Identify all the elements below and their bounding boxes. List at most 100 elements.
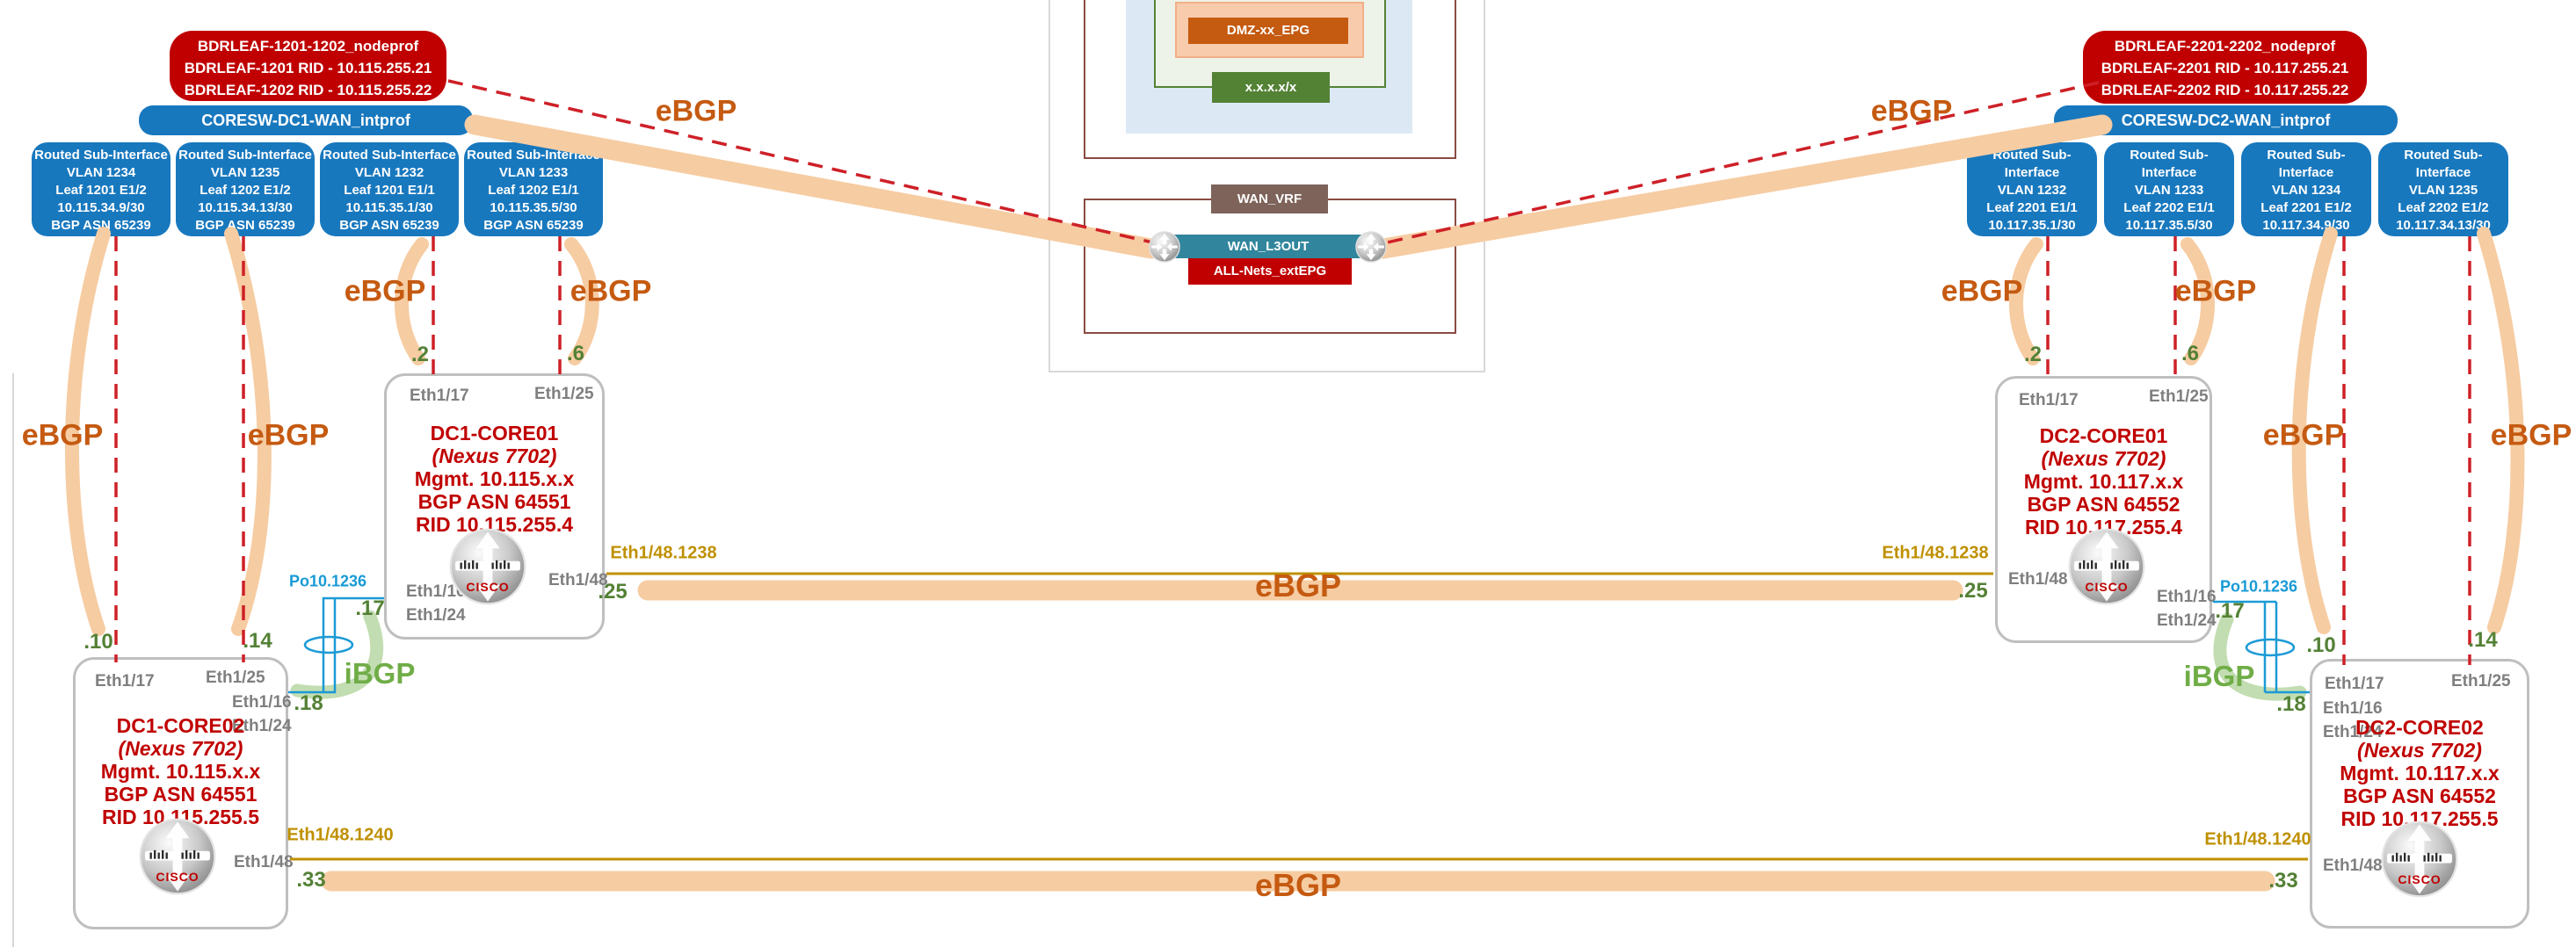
core-name: DC2-CORE02 bbox=[2355, 716, 2484, 739]
subif-title: Routed Sub-Interface bbox=[1992, 148, 2072, 180]
dc2-subif-vlan1234: Routed Sub-Interface VLAN 1234 Leaf 2201… bbox=[2241, 142, 2371, 250]
core-rid: RID 10.115.255.5 bbox=[101, 806, 260, 828]
port-label: Eth1/24 bbox=[406, 606, 466, 625]
core-asn: BGP ASN 64552 bbox=[2027, 493, 2181, 516]
dc1-subif-vlan1232: Routed Sub-Interface VLAN 1232 Leaf 1201… bbox=[320, 142, 459, 236]
subif-asn: BGP ASN 65239 bbox=[2119, 235, 2219, 250]
subif-ip: 10.117.34.13/30 bbox=[2396, 218, 2491, 233]
dc2-bdrleaf2-rid: BDRLEAF-2202 RID - 10.117.255.22 bbox=[2101, 82, 2349, 98]
subif-ip: 10.117.34.9/30 bbox=[2262, 218, 2350, 233]
dmz-epg-chip: DMZ-xx_EPG bbox=[1188, 18, 1348, 44]
ebgp-label: eBGP bbox=[2174, 274, 2257, 308]
dc2-core02-switch: Eth1/17 Eth1/25 Eth1/16 Eth1/24 Eth1/48 … bbox=[2310, 659, 2529, 929]
ebgp-label: eBGP bbox=[570, 274, 652, 308]
subif-title: Routed Sub-Interface bbox=[2130, 148, 2209, 180]
port-label: Eth1/25 bbox=[534, 385, 594, 403]
port-label: Eth1/24 bbox=[2157, 611, 2217, 630]
core-switch-info: DC1-CORE01 (Nexus 7702) Mgmt. 10.115.x.x… bbox=[387, 422, 602, 536]
portchannel-ellipse-dc1 bbox=[303, 635, 354, 654]
ebgp-label: eBGP bbox=[1254, 867, 1342, 903]
ip-label: .10 bbox=[2306, 633, 2336, 657]
cisco-logo-text: CISCO bbox=[2398, 872, 2442, 886]
dc1-subif-vlan1233: Routed Sub-Interface VLAN 1233 Leaf 1202… bbox=[464, 142, 603, 236]
core-name: DC1-CORE01 bbox=[430, 422, 559, 445]
ip-label: .17 bbox=[355, 596, 385, 620]
ebgp-label: eBGP bbox=[655, 94, 737, 128]
subif-asn: BGP ASN 65239 bbox=[51, 218, 151, 233]
ip-label: .6 bbox=[566, 342, 585, 365]
subif-title: Routed Sub-Interface bbox=[2267, 148, 2346, 180]
subif-leaf: Leaf 2202 E1/2 bbox=[2398, 200, 2489, 215]
cisco-logo-text: CISCO bbox=[2085, 580, 2129, 594]
subif-asn: BGP ASN 65239 bbox=[1982, 235, 2082, 250]
subif-title: Routed Sub-Interface bbox=[178, 148, 312, 163]
subif-leaf: Leaf 2201 E1/1 bbox=[1986, 200, 2078, 215]
dc1-node-profile-title: BDRLEAF-1201-1202_nodeprof bbox=[197, 38, 419, 54]
ip-label: .6 bbox=[2181, 342, 2200, 365]
subif-leaf: Leaf 1201 E1/1 bbox=[344, 183, 435, 198]
subif-ip: 10.115.34.9/30 bbox=[57, 200, 145, 215]
ip-label: .14 bbox=[2468, 628, 2498, 652]
subif-leaf: Leaf 1202 E1/1 bbox=[488, 183, 579, 198]
port-label: Eth1/48 bbox=[234, 853, 294, 871]
subif-vlan: VLAN 1234 bbox=[2271, 183, 2341, 198]
dc2-node-profile: BDRLEAF-2201-2202_nodeprof BDRLEAF-2201 … bbox=[2083, 31, 2367, 104]
dc2-subif-vlan1235: Routed Sub-Interface VLAN 1235 Leaf 2202… bbox=[2378, 142, 2508, 250]
subif-asn: BGP ASN 65239 bbox=[339, 218, 439, 233]
core-name: DC2-CORE01 bbox=[2039, 424, 2168, 447]
subif-vlan: VLAN 1232 bbox=[1997, 183, 2067, 198]
core-mgmt: Mgmt. 10.115.x.x bbox=[414, 467, 575, 490]
portchannel-label: Po10.1236 bbox=[2219, 577, 2298, 596]
dc1-core01-switch: Eth1/17 Eth1/25 Eth1/16 Eth1/24 Eth1/48 … bbox=[384, 373, 608, 640]
dc1-subif-vlan1235: Routed Sub-Interface VLAN 1235 Leaf 1202… bbox=[176, 142, 315, 236]
subif-ip: 10.117.35.1/30 bbox=[1988, 218, 2076, 233]
dc1-interface-profile: CORESW-DC1-WAN_intprof bbox=[139, 105, 473, 135]
dc2-interface-profile: CORESW-DC2-WAN_intprof bbox=[2054, 105, 2398, 135]
subif-title: Routed Sub-Interface bbox=[34, 148, 168, 163]
subif-ip: 10.115.35.1/30 bbox=[345, 200, 433, 215]
port-label: Eth1/17 bbox=[2019, 391, 2079, 409]
subif-asn: BGP ASN 65239 bbox=[2256, 235, 2356, 250]
core-mgmt: Mgmt. 10.117.x.x bbox=[2023, 470, 2184, 493]
core-model: (Nexus 7702) bbox=[118, 737, 243, 760]
cisco-logo-text: CISCO bbox=[466, 580, 510, 594]
subif-title: Routed Sub-Interface bbox=[323, 148, 456, 163]
ebgp-label: eBGP bbox=[247, 418, 330, 452]
subif-leaf: Leaf 2202 E1/1 bbox=[2123, 200, 2215, 215]
subif-leaf: Leaf 1202 E1/2 bbox=[200, 183, 291, 198]
subif-ip: 10.115.34.13/30 bbox=[198, 200, 293, 215]
dc1-node-profile: BDRLEAF-1201-1202_nodeprof BDRLEAF-1201 … bbox=[170, 31, 446, 101]
port-label: Eth1/25 bbox=[2149, 387, 2209, 406]
subif-link-label: Eth1/48.1240 bbox=[2204, 829, 2311, 849]
ebgp-label: eBGP bbox=[2262, 418, 2345, 452]
ip-label: .2 bbox=[2023, 343, 2043, 366]
dc2-node-profile-title: BDRLEAF-2201-2202_nodeprof bbox=[2114, 38, 2336, 54]
external-epg-chip: ALL-Nets_extEPG (0.0.0.0/0) bbox=[1188, 258, 1352, 305]
ip-label: .10 bbox=[83, 630, 113, 654]
port-label: Eth1/48 bbox=[2323, 857, 2383, 875]
core-model: (Nexus 7702) bbox=[432, 445, 557, 467]
subif-leaf: Leaf 1201 E1/2 bbox=[55, 183, 147, 198]
core-switch-info: DC2-CORE01 (Nexus 7702) Mgmt. 10.117.x.x… bbox=[1998, 424, 2210, 539]
subif-ip: 10.115.35.5/30 bbox=[490, 200, 577, 215]
ip-label: .14 bbox=[243, 629, 272, 653]
subif-vlan: VLAN 1234 bbox=[66, 165, 136, 180]
core-asn: BGP ASN 64551 bbox=[417, 490, 571, 513]
dc2-bdrleaf1-rid: BDRLEAF-2201 RID - 10.117.255.21 bbox=[2101, 60, 2349, 76]
subif-leaf: Leaf 2201 E1/2 bbox=[2260, 200, 2352, 215]
subif-asn: BGP ASN 65239 bbox=[483, 218, 584, 233]
subif-vlan: VLAN 1235 bbox=[2408, 183, 2478, 198]
core-mgmt: Mgmt. 10.117.x.x bbox=[2340, 762, 2500, 784]
ibgp-label: iBGP bbox=[344, 657, 416, 690]
ebgp-label: eBGP bbox=[1941, 274, 2023, 308]
port-label: Eth1/48 bbox=[2008, 570, 2068, 589]
port-label: Eth1/17 bbox=[410, 387, 469, 405]
dc2-subif-vlan1232: Routed Sub-Interface VLAN 1232 Leaf 2201… bbox=[1967, 142, 2097, 250]
port-label: Eth1/16 bbox=[406, 582, 466, 601]
subif-vlan: VLAN 1233 bbox=[498, 165, 569, 180]
subif-ip: 10.117.35.5/30 bbox=[2125, 218, 2213, 233]
core-asn: BGP ASN 64551 bbox=[104, 783, 258, 806]
subif-title: Routed Sub-Interface bbox=[467, 148, 600, 163]
subif-link-label: Eth1/48.1238 bbox=[610, 543, 717, 563]
core-name: DC1-CORE02 bbox=[116, 714, 245, 737]
